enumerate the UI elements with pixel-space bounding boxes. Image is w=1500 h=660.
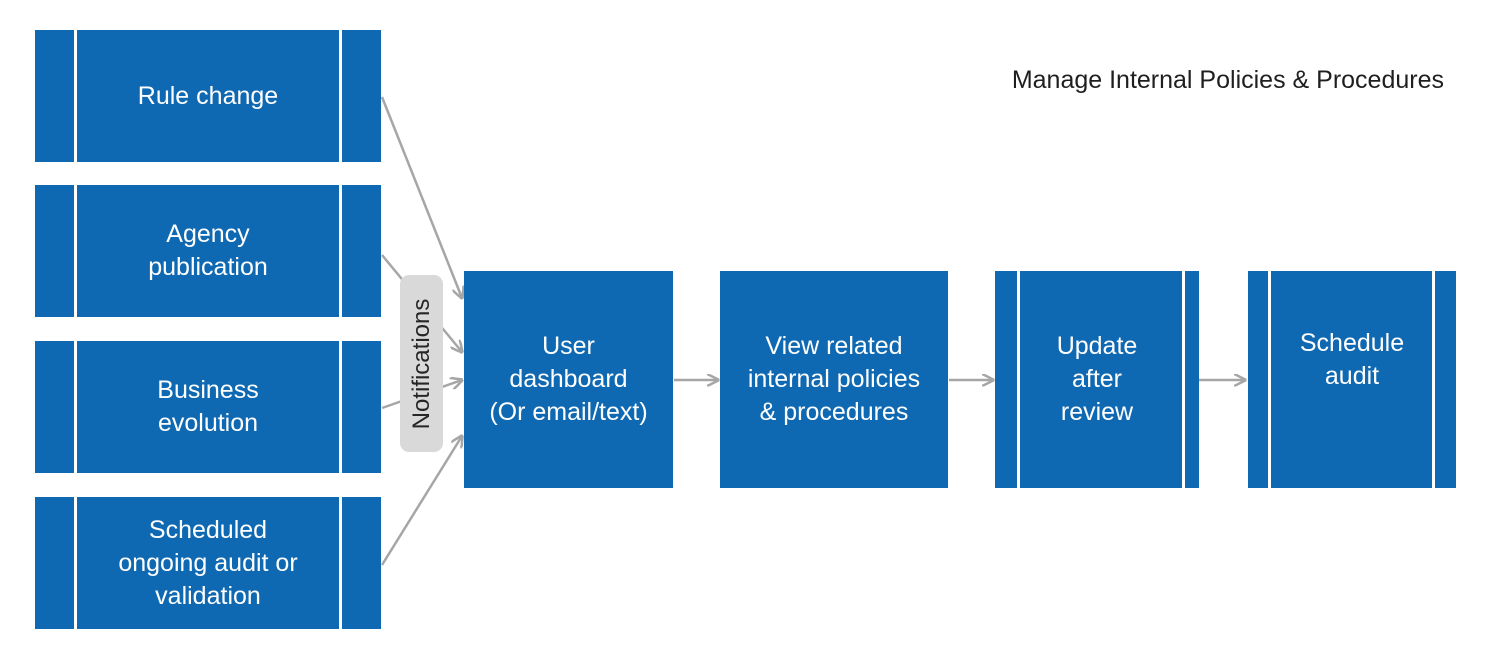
step-label: Schedule audit <box>1299 328 1405 390</box>
arrow-rule-change-to-dashboard <box>380 96 462 298</box>
notifications-label: Notifications <box>407 298 435 429</box>
arrow-scheduled-to-dashboard <box>380 436 462 566</box>
diagram-title: Manage Internal Policies & Procedures <box>1011 66 1444 94</box>
trigger-rule-change: Rule change <box>35 30 381 162</box>
notifications-pill: Notifications <box>400 275 443 452</box>
step-user-dashboard: User dashboard (Or email/text) <box>464 271 673 488</box>
step-label: View related internal policies & procedu… <box>747 332 921 426</box>
trigger-business-evolution: Business evolution <box>35 341 381 473</box>
step-view-policies: View related internal policies & procedu… <box>720 271 948 488</box>
step-schedule-audit: Schedule audit <box>1248 271 1456 488</box>
trigger-label: Scheduled ongoing audit or validation <box>118 515 298 610</box>
step-update-after-review: Update after review <box>995 271 1199 488</box>
trigger-label: Rule change <box>137 81 279 110</box>
trigger-label: Business evolution <box>157 376 259 437</box>
trigger-scheduled-audit: Scheduled ongoing audit or validation <box>35 497 381 629</box>
step-label: User dashboard (Or email/text) <box>489 332 648 426</box>
step-label: Update after review <box>1056 332 1138 426</box>
trigger-agency-publication: Agency publication <box>35 185 381 317</box>
trigger-label: Agency publication <box>148 220 268 281</box>
